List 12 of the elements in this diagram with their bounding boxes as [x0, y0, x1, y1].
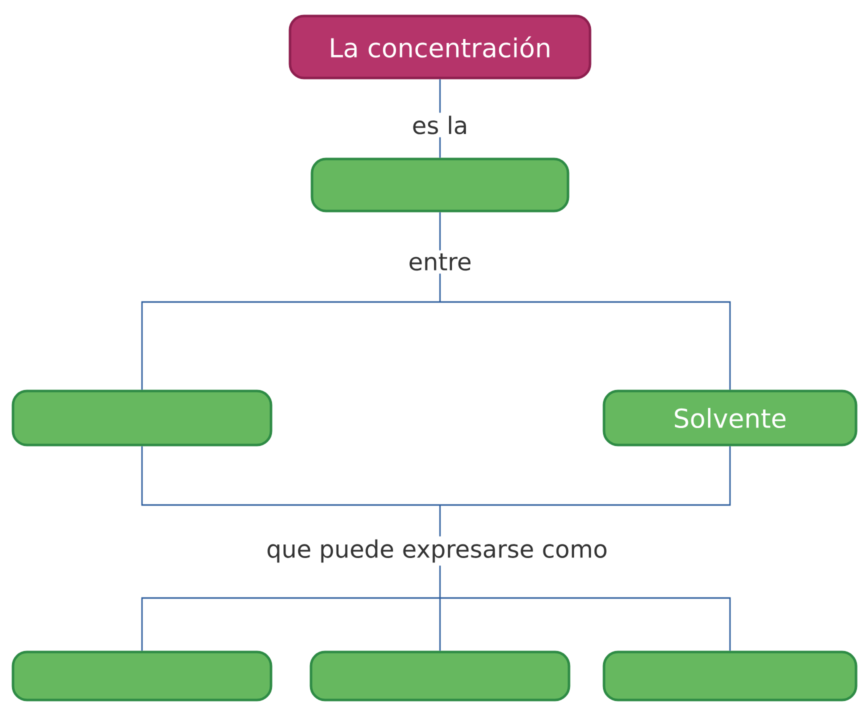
empty-box	[12, 390, 272, 446]
concept-box: Solvente	[602, 390, 858, 446]
connector-line	[141, 212, 731, 390]
edge-label: es la	[408, 112, 472, 138]
empty-box	[602, 650, 858, 702]
empty-box	[310, 158, 570, 212]
edge-label: que puede expresarse como	[263, 536, 611, 566]
connector-line	[141, 446, 731, 652]
concept-box: La concentración	[288, 14, 592, 80]
edge-label: entre	[405, 250, 475, 274]
empty-box	[310, 650, 570, 702]
empty-box	[12, 650, 272, 702]
